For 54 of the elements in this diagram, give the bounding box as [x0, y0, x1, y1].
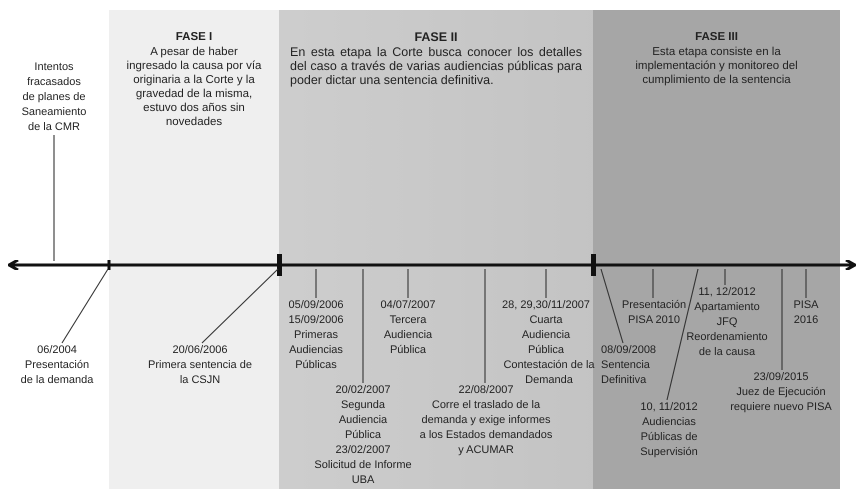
event-text: 06/2004	[36, 343, 78, 358]
event-text: Corre el traslado de la demanda y exige informes a los Estados demandados y ACUMAR	[418, 398, 554, 458]
event-text: Reordenamiento de la causa	[685, 330, 769, 360]
leader-line	[362, 269, 364, 383]
event-text: 20/06/2006	[171, 343, 229, 358]
event-text: 15/09/2006	[287, 313, 345, 328]
event-text: 04/07/2007	[379, 298, 437, 313]
event-text: 23/02/2007	[334, 443, 392, 458]
leader-line	[724, 269, 726, 285]
event-text: Primera sentencia de la CSJN	[147, 358, 253, 388]
event-text: Intentos fracasados de planes de Saneamiento de la CMR	[20, 60, 88, 135]
event-text: Sentencia Definitiva	[601, 358, 651, 388]
event-text: Presentación PISA 2010	[620, 298, 688, 328]
event-text: Contestación de la Demanda	[503, 358, 596, 386]
leader-line	[666, 268, 699, 400]
leader-line	[484, 269, 486, 383]
phase-description: Esta etapa consiste en la implementación y monitoreo del cumplimiento de la sentencia	[634, 45, 799, 87]
event-text: Juez de Ejecución requiere nuevo PISA	[729, 385, 833, 415]
phase-description: A pesar de haber ingresado la causa por vía originaria a la Corte y la gravedad de la misma, estuvo dos años sin novedades	[126, 45, 262, 129]
leader-line	[652, 269, 654, 298]
event-text: 20/02/2007	[334, 383, 392, 398]
leader-line	[545, 269, 547, 298]
event-text: Tercera Audiencia Pública	[382, 313, 434, 358]
event-text: Segunda Audiencia Pública	[338, 398, 388, 443]
phase-title: FASE I	[176, 30, 212, 45]
timeline-axis	[8, 260, 856, 270]
phase-band	[593, 10, 840, 489]
event-text: Audiencias Públicas de Supervisión	[639, 415, 699, 460]
leader-line	[53, 135, 55, 261]
leader-line	[315, 269, 317, 298]
event-text: 05/09/2006	[287, 298, 345, 313]
leader-line	[202, 268, 278, 344]
phase-title: FASE III	[695, 30, 738, 45]
event-text: 10, 11/2012	[639, 400, 699, 415]
phase-title: FASE II	[414, 30, 458, 45]
leader-line	[62, 268, 108, 344]
event-text: Solicitud de Informe UBA	[313, 458, 413, 488]
event-text: 08/09/2008	[601, 343, 658, 358]
phase-description: En esta etapa la Corte busca conocer los detalles del caso a través de varias audiencias públicas para poder dictar una sentencia definitiva.	[290, 45, 582, 87]
event-text: PISA 2016	[792, 298, 820, 328]
event-text: Presentación de la demanda	[20, 358, 94, 388]
event-text: 28, 29,30/11/2007	[501, 298, 591, 313]
phase-band	[109, 10, 279, 489]
event-text: Apartamiento JFQ	[693, 300, 761, 330]
leader-line	[407, 269, 409, 298]
leader-line	[600, 268, 624, 344]
event-text: Cuarta Audiencia Pública	[521, 313, 571, 358]
event-text: 23/09/2015	[752, 370, 810, 385]
leader-line	[805, 269, 807, 298]
phase-band	[279, 10, 593, 489]
event-text: Primeras Audiencias Públicas	[288, 328, 344, 373]
event-text: 11, 12/2012	[697, 285, 757, 300]
event-text: 22/08/2007	[457, 383, 515, 398]
leader-line	[781, 269, 783, 370]
